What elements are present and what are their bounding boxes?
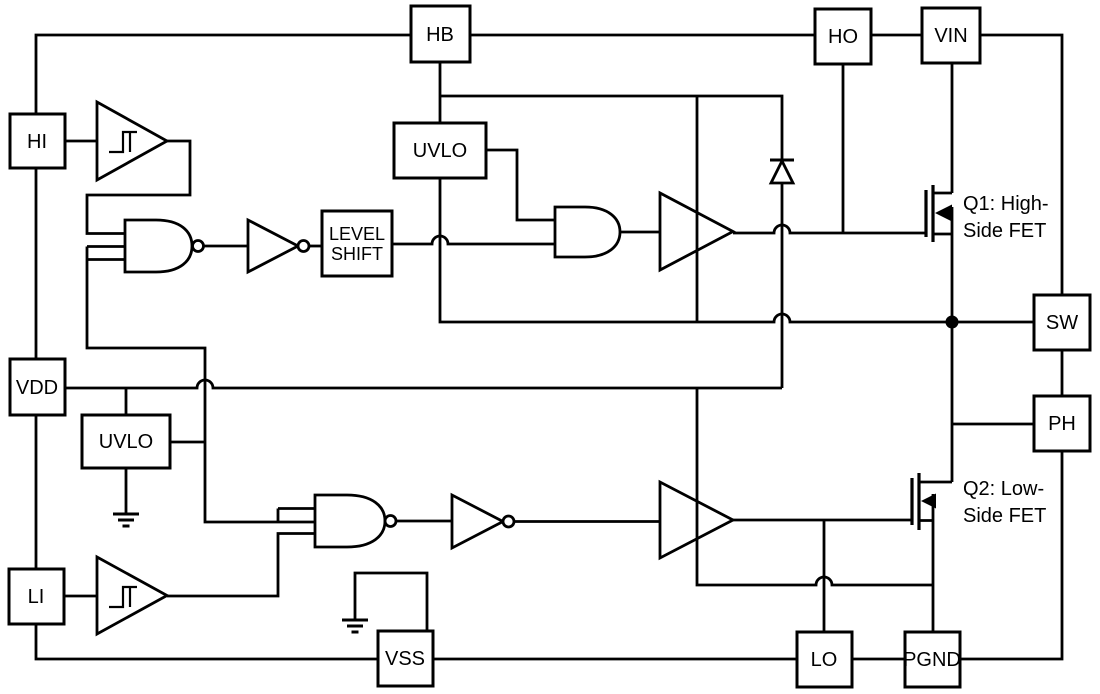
wire-schmittlow-nandlow: [167, 532, 315, 598]
pin-box-hi: [8, 112, 67, 170]
schmitt-trigger-high-icon: [95, 99, 170, 183]
ground-icon-vss: [342, 618, 368, 634]
pin-box-ho: [813, 7, 873, 66]
bootstrap-diode-icon: [768, 157, 796, 185]
inverter-high-bubble-icon: [296, 239, 311, 253]
level-shift-label-2: SHIFT: [331, 244, 383, 264]
wire-vdd-line: [65, 378, 782, 390]
uvlo-top-block: [392, 121, 488, 180]
pin-label-ho: HO: [828, 26, 858, 48]
q2-label-line1: Q2: Low-: [963, 478, 1044, 500]
mosfet-q1-icon: [924, 185, 952, 242]
and-gate-icon: [553, 205, 622, 259]
wire-schmitt-nandhigh: [85, 139, 192, 235]
inverter-high-icon: [246, 217, 302, 275]
pin-box-vss: [376, 629, 435, 688]
wire-diode-upper: [440, 94, 784, 160]
wire-pgnd-ph: [960, 451, 1064, 661]
q1-label-line1: Q1: High-: [963, 193, 1049, 215]
schmitt-trigger-low-icon: [95, 554, 170, 637]
pin-label-vss: VSS: [385, 648, 425, 670]
pin-box-ph: [1032, 394, 1092, 453]
nand-gate-high-icon: [123, 218, 194, 274]
pin-label-hi: HI: [27, 131, 47, 153]
pin-label-pgnd: PGND: [903, 649, 961, 671]
pin-label-vin: VIN: [934, 25, 967, 47]
ground-icon-uvlo: [113, 512, 139, 528]
wire-ho-gate: [733, 223, 926, 235]
pin-box-vdd: [8, 357, 67, 417]
wire-enable-net: [85, 245, 278, 524]
wire-sw-line: [438, 178, 1034, 324]
nand-low-bubble-icon: [383, 514, 398, 528]
inverter-low-icon: [450, 492, 507, 551]
pin-label-hb: HB: [426, 24, 454, 46]
uvlo-vdd-label: UVLO: [99, 431, 153, 453]
pin-label-sw: SW: [1046, 312, 1078, 334]
pin-box-sw: [1032, 293, 1092, 352]
nand-high-bubble-icon: [191, 239, 205, 253]
sw-junction-dot-icon: [945, 315, 959, 329]
uvlo-top-label: UVLO: [413, 140, 467, 162]
wire-uvlotop-and: [486, 148, 555, 222]
wires: [34, 33, 1064, 661]
wire-lowrail: [695, 388, 933, 587]
wire-nandlow-tie: [276, 507, 315, 524]
q2-label-line2: Side FET: [963, 505, 1046, 527]
q1-label-line2: Side FET: [963, 220, 1046, 242]
hysteresis-icon-low: [109, 585, 137, 609]
wire-vin-sw: [980, 33, 1064, 295]
pin-label-lo: LO: [811, 649, 838, 671]
level-shift-label-1: LEVEL: [329, 224, 385, 244]
pin-label-ph: PH: [1048, 413, 1076, 435]
pin-label-li: LI: [28, 586, 45, 608]
pin-box-pgnd: [903, 630, 962, 689]
pin-box-li: [7, 567, 66, 626]
mosfet-q2-icon: [910, 473, 952, 530]
pin-box-hb: [409, 4, 472, 64]
wire-li-vss: [34, 624, 378, 661]
wire-topleft: [34, 33, 411, 114]
pin-box-lo: [795, 630, 854, 689]
wire-vss-ground: [353, 571, 429, 631]
pin-label-vdd: VDD: [16, 377, 58, 399]
uvlo-vdd-block: [80, 413, 172, 470]
inverter-low-bubble-icon: [501, 514, 516, 529]
hysteresis-icon-high: [109, 130, 137, 154]
pin-box-vin: [920, 6, 982, 65]
nand-gate-low-icon: [313, 493, 387, 549]
level-shift-block: [320, 209, 394, 278]
wire-ls-and: [392, 234, 555, 246]
